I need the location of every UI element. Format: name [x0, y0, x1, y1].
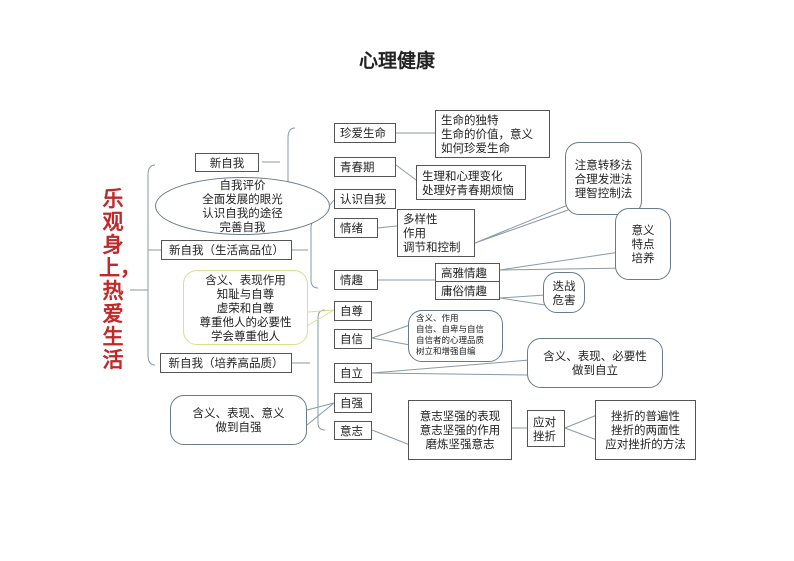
detail-line: 应对	[533, 414, 556, 429]
node-new-self-life: 新自我（生活高品位）	[161, 240, 292, 260]
callout-self-strong: 含义、表现、意义 做到自强	[170, 395, 307, 445]
node-new-self: 新自我	[195, 153, 259, 172]
detail-line: 调节和控制	[403, 240, 461, 254]
note-line: 含义、作用	[416, 314, 459, 324]
note-line: 自信、自卑与自信	[416, 325, 485, 335]
youth-detail: 生理和心理变化 处理好青春期烦恼	[416, 165, 526, 200]
note-line: 尊重他人的必要性	[199, 314, 292, 329]
callout-confidence: 含义、作用 自信、自卑与自信 自信者的心理品质 树立和增强自编	[408, 310, 503, 362]
cherish-detail: 生命的独特 生命的价值，意义 如何珍爱生命	[435, 110, 550, 158]
note-line: 做到自强	[215, 420, 262, 434]
note-line: 意义	[631, 223, 655, 237]
detail-line: 意志坚强的表现	[419, 409, 501, 423]
node-new-self-quality: 新自我（培养高品质）	[160, 353, 292, 373]
callout-emotion-methods: 注意转移法 合理发泄法 理智控制法	[565, 142, 642, 215]
will-detail: 意志坚强的表现 意志坚强的作用 磨炼坚强意志	[408, 400, 512, 460]
note-line: 培养	[631, 251, 655, 265]
note-line: 危害	[552, 292, 576, 307]
detail-line: 磨炼坚强意志	[425, 437, 495, 451]
node-cherish-life: 珍爱生命	[334, 123, 396, 143]
note-line: 含义、表现作用	[205, 272, 286, 287]
callout-self-esteem: 含义、表现作用 知耻与自尊 虚荣和自尊 尊重他人的必要性 学会尊重他人	[183, 270, 308, 345]
detail-line: 如何珍爱生命	[441, 141, 510, 155]
detail-line: 作用	[403, 226, 426, 240]
note-line: 虚荣和自尊	[216, 300, 275, 315]
node-will: 意志	[334, 421, 372, 440]
detail-line: 生命的价值，意义	[441, 127, 533, 141]
note-line: 特点	[631, 237, 655, 251]
note-line: 自我评价	[219, 178, 266, 192]
node-independence: 自立	[334, 363, 372, 383]
detail-line: 多样性	[403, 212, 438, 226]
note-line: 全面发展的眼光	[202, 192, 283, 206]
node-confidence: 自信	[334, 329, 372, 349]
page-title: 心理健康	[358, 50, 435, 72]
detail-line: 挫折的普遍性	[611, 409, 680, 423]
node-interest: 情趣	[334, 270, 378, 290]
note-line: 合理发泄法	[574, 171, 633, 186]
frustration-detail: 挫折的普遍性 挫折的两面性 应对挫折的方法	[595, 400, 696, 460]
detail-line: 挫折的两面性	[611, 423, 680, 437]
detail-line: 处理好青春期烦恼	[422, 182, 514, 197]
note-line: 自信者的心理品质	[416, 336, 485, 346]
note-line: 做到自立	[572, 363, 618, 377]
node-emotion: 情绪	[334, 218, 378, 238]
note-line: 认识自我的途径	[202, 206, 283, 220]
callout-independence: 含义、表现、必要性 做到自立	[527, 338, 663, 388]
node-youth: 青春期	[334, 157, 396, 177]
node-esteem: 自尊	[334, 301, 372, 321]
note-line: 树立和增强自编	[416, 347, 476, 357]
node-know-self: 认识自我	[334, 189, 396, 209]
note-line: 学会尊重他人	[211, 328, 280, 343]
root-title: 乐观身上，热爱生活	[99, 187, 141, 372]
detail-line: 意志坚强的作用	[419, 423, 501, 437]
detail-line: 生理和心理变化	[422, 168, 503, 183]
note-line: 含义、表现、必要性	[543, 349, 647, 363]
node-vulgar-interest: 庸俗情趣	[435, 281, 500, 300]
node-self-strong: 自强	[334, 393, 372, 413]
note-line: 理智控制法	[574, 185, 633, 200]
callout-elegant-interest: 意义 特点 培养	[615, 208, 671, 280]
note-line: 完善自我	[219, 220, 266, 234]
root-bracket	[130, 164, 161, 366]
detail-line: 应对挫折的方法	[605, 437, 686, 451]
ellipse-self-awareness: 自我评价 全面发展的眼光 认识自我的途径 完善自我	[155, 177, 330, 235]
note-line: 知耻与自尊	[216, 286, 275, 301]
note-line: 含义、表现、意义	[192, 406, 285, 420]
detail-line: 生命的独特	[441, 113, 499, 127]
callout-vulgar-interest: 迭战 危害	[543, 272, 585, 313]
emotion-detail: 多样性 作用 调节和控制	[397, 209, 475, 257]
node-elegant-interest: 高雅情趣	[435, 263, 500, 282]
node-cope-frustration: 应对 挫折	[527, 410, 565, 447]
detail-line: 挫折	[533, 428, 556, 443]
note-line: 注意转移法	[574, 157, 633, 172]
note-line: 迭战	[552, 278, 576, 293]
